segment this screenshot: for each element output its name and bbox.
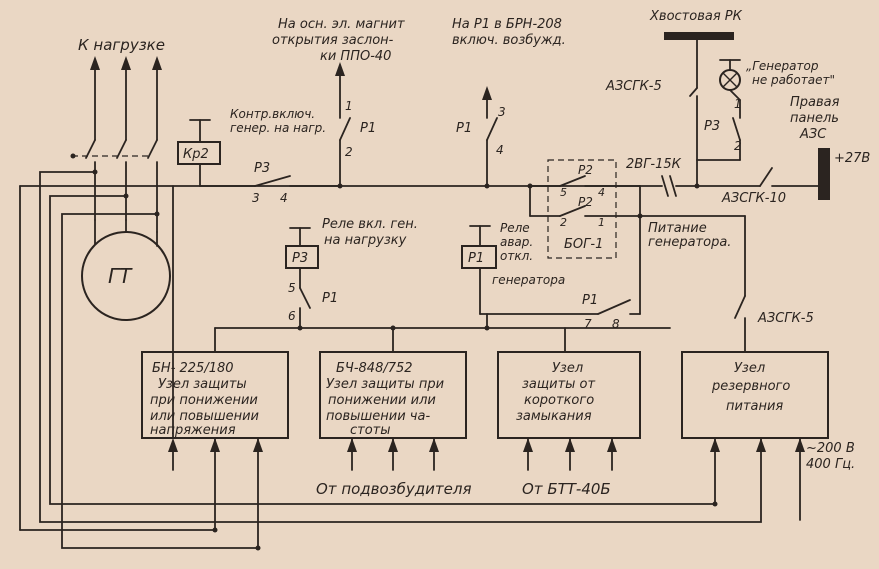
label-r3-n4: 4	[280, 191, 288, 205]
label-r3-n3: 3	[252, 191, 260, 205]
label-magnet-2: открытия заслон-	[272, 33, 394, 48]
label-bch-5: стоты	[350, 423, 391, 438]
label-bn-5: напряжения	[150, 423, 236, 438]
label-kontr-2: генер. на нагр.	[230, 121, 326, 135]
label-pit-gen-2: генератора.	[648, 235, 731, 250]
label-kz-2: защиты от	[522, 377, 595, 392]
label-brn-1: На Р1 в БРН-208	[452, 17, 562, 32]
label-p3-coil: Р3	[292, 251, 308, 266]
label-kz-4: замыкания	[516, 409, 592, 424]
label-plus27: +27В	[834, 151, 870, 166]
label-kz-1: Узел	[552, 361, 583, 376]
p1-coil-branch	[461, 215, 641, 329]
label-p2-n4: 4	[598, 186, 605, 199]
reserve-feed	[639, 215, 746, 353]
label-r1c-name: Р1	[322, 291, 338, 306]
label-from-podv: От подвозбудителя	[316, 480, 472, 498]
label-r1d-n7: 7	[584, 317, 592, 331]
label-p2-n2: 2	[560, 216, 567, 229]
label-bn-1: БН- 225/180	[152, 361, 234, 376]
generator-gt	[81, 219, 171, 321]
tail-rk-lamp	[664, 32, 741, 161]
label-magnet-3: ки ППО-40	[320, 49, 391, 64]
label-two-vg: 2ВГ-15К	[626, 157, 682, 172]
label-r3-lamp-n2: 2	[734, 139, 742, 153]
label-r3-top: Р3	[254, 161, 270, 176]
label-r1b-n3: 3	[498, 105, 506, 119]
label-p2-n5: 5	[560, 186, 567, 199]
label-r1d-n8: 8	[612, 317, 620, 331]
label-azsgk5-top: АЗСГК-5	[605, 79, 662, 94]
label-bog1: БОГ-1	[564, 237, 603, 252]
label-rele-avar-3: откл.	[500, 249, 533, 263]
label-r1c-n5: 5	[288, 281, 296, 295]
label-gen-fail-1: „Генератор	[746, 59, 819, 73]
label-rez-3: питания	[726, 399, 783, 414]
label-r3-lamp-n1: 1	[734, 97, 742, 111]
label-p2-b: Р2	[578, 195, 593, 209]
label-ac-2: 400 Гц.	[806, 457, 855, 472]
label-right-panel-1: Правая	[790, 95, 840, 110]
label-rez-1: Узел	[734, 361, 765, 376]
phase-return-loops	[19, 169, 762, 551]
label-kz-3: короткого	[524, 393, 594, 408]
label-r1a-n1: 1	[345, 99, 353, 113]
label-rez-2: резервного	[711, 379, 790, 394]
label-brn-2: включ. возбужд.	[452, 33, 566, 48]
label-p2-a: Р2	[578, 163, 593, 177]
block-reserve	[681, 351, 829, 439]
label-bn-4: или повышении	[150, 409, 259, 424]
label-rele-vkl-2: на нагрузку	[324, 233, 407, 248]
label-r1c-n6: 6	[288, 309, 296, 323]
load-phase-lines	[70, 56, 162, 233]
label-p2-n1: 1	[598, 216, 605, 229]
label-r1a-n2: 2	[345, 145, 353, 159]
label-magnet-1: На осн. эл. магнит	[278, 17, 405, 32]
label-ac-1: ~200 В	[806, 441, 855, 456]
label-bch-3: понижении или	[328, 393, 436, 408]
label-r1b-name: Р1	[456, 121, 472, 136]
label-rele-avar-2: авар.	[500, 235, 533, 249]
power-27v-branch	[639, 148, 830, 200]
input-arrows	[168, 185, 805, 521]
label-tail-rk: Хвостовая РК	[649, 9, 743, 24]
label-rele-avar-1: Реле	[500, 221, 530, 235]
r1-contact-1-2	[335, 62, 351, 187]
label-right-panel-2: панель	[790, 111, 839, 126]
label-pit-gen-1: Питание	[648, 221, 707, 236]
block-kz	[497, 351, 641, 439]
label-p1-coil: Р1	[468, 251, 484, 266]
label-azsgk10: АЗСГК-10	[721, 191, 786, 206]
label-gen-fail-2: не работает"	[752, 73, 835, 87]
label-azsgk5-right: АЗСГК-5	[757, 311, 814, 326]
label-bn-2: Узел защиты	[158, 377, 247, 392]
label-r1b-n4: 4	[496, 143, 504, 157]
label-gt: ГТ	[108, 264, 133, 288]
label-bn-3: при понижении	[150, 393, 258, 408]
label-bch-2: Узел защиты при	[326, 377, 444, 392]
label-r3-lamp-name: Р3	[704, 119, 720, 134]
bog1-block	[529, 159, 643, 259]
p3-coil-branch	[214, 227, 671, 353]
label-rele-vkl-1: Реле вкл. ген.	[322, 217, 418, 232]
label-to-load: К нагрузке	[78, 36, 165, 54]
label-rele-avar-4: генератора	[492, 273, 565, 287]
label-from-btt: От БТТ-40Б	[522, 480, 611, 498]
label-r1d-name: Р1	[582, 293, 598, 308]
label-kr2: Кр2	[183, 147, 209, 162]
label-right-panel-3: АЗС	[799, 127, 827, 142]
label-kontr-1: Контр.включ.	[230, 107, 315, 121]
label-bch-1: БЧ-848/752	[336, 361, 413, 376]
label-bch-4: повышении ча-	[326, 409, 430, 424]
r1-contact-3-4	[482, 86, 498, 187]
label-r1a-name: Р1	[360, 121, 376, 136]
